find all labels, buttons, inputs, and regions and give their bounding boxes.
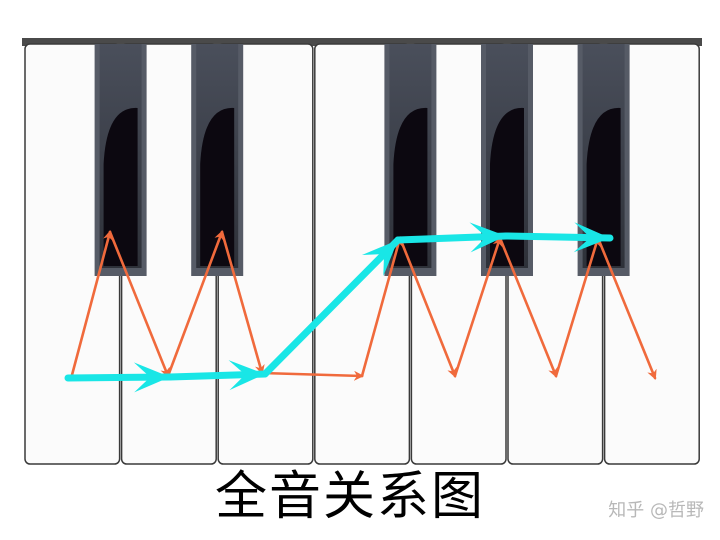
whole-step-arrow	[394, 222, 510, 253]
whole-step-arrow	[166, 360, 269, 391]
half-step-arrow	[108, 230, 170, 378]
black-keys	[94, 44, 630, 276]
whole-step-arrow	[261, 236, 402, 378]
diagram-caption: 全音关系图	[214, 467, 485, 527]
half-step-arrow	[453, 236, 503, 378]
orange-half-step-arrows	[70, 230, 657, 381]
half-step-arrow	[166, 230, 224, 378]
half-step-arrow	[498, 236, 558, 378]
half-step-arrow	[220, 230, 265, 375]
piano-top-bar	[22, 38, 702, 46]
half-step-arrow	[70, 230, 113, 377]
half-step-arrow	[398, 236, 457, 378]
half-step-arrow	[360, 236, 403, 378]
watermark: 知乎 @哲野	[608, 500, 704, 521]
half-step-arrow	[260, 370, 364, 381]
whole-step-arrow	[64, 362, 174, 393]
half-step-arrow	[554, 236, 601, 378]
half-step-arrow	[596, 236, 657, 380]
cyan-whole-step-arrows	[64, 222, 614, 393]
whole-step-arrow	[502, 222, 614, 253]
black-key	[94, 44, 147, 276]
